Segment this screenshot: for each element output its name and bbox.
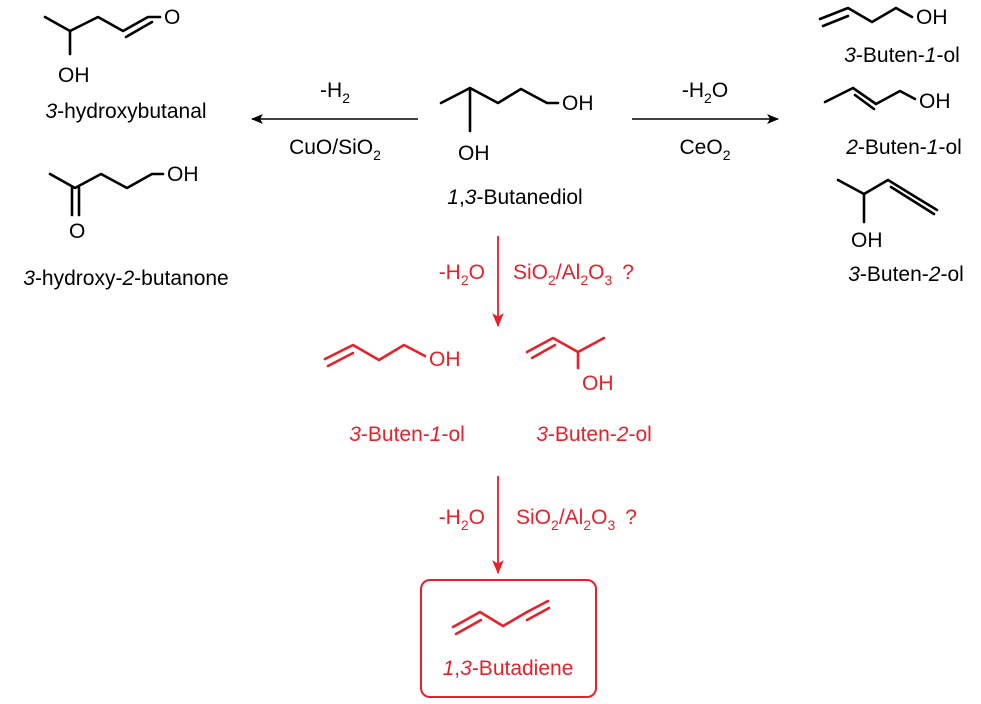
butadiene-name: 1,3-Butadiene bbox=[443, 657, 574, 680]
hydroxyl-label: OH bbox=[851, 229, 883, 252]
butanediol-name: 1,3-Butanediol bbox=[447, 186, 582, 209]
hydroxybutanone-name: 3-hydroxy-2-butanone bbox=[23, 267, 229, 290]
buten-2-ol-molecule: OH bbox=[836, 178, 939, 252]
step1-dehydration-label: -H2O bbox=[439, 261, 485, 288]
butadiene-highlight-box bbox=[420, 579, 597, 698]
hydroxyl-label: OH bbox=[58, 64, 90, 87]
butadiene-molecule bbox=[451, 599, 551, 636]
carbonyl-oxygen-label: O bbox=[164, 6, 180, 29]
step2-catalyst-label: SiO2/Al2O3? bbox=[516, 506, 637, 533]
hydroxyl-label: OH bbox=[562, 92, 594, 115]
hydroxyl-label: OH bbox=[429, 348, 461, 371]
hydroxyl-label: OH bbox=[458, 142, 490, 165]
butanediol-molecule: OH OH bbox=[439, 86, 594, 165]
hydroxyl-label: OH bbox=[916, 6, 948, 29]
hydroxybutanone-molecule: O OH bbox=[48, 163, 199, 243]
buten-2-ol-name: 3-Buten-2-ol bbox=[848, 263, 964, 286]
step2-dehydration-label: -H2O bbox=[439, 506, 485, 533]
step1-catalyst-label: SiO2/Al2O3? bbox=[513, 261, 634, 288]
hydroxyl-label: OH bbox=[582, 372, 614, 395]
intermediate-buten-2-ol-molecule: OH bbox=[525, 336, 614, 395]
dehydration-label: -H2O bbox=[682, 79, 728, 106]
crotyl-alcohol-molecule: OH bbox=[823, 86, 951, 113]
intermediate-buten-2-ol-name: 3-Buten-2-ol bbox=[536, 423, 652, 446]
cuo-sio2-catalyst-label: CuO/SiO2 bbox=[289, 136, 381, 163]
crotyl-alcohol-name: 2-Buten-1-ol bbox=[845, 136, 962, 159]
intermediate-buten-1-ol-name: 3-Buten-1-ol bbox=[349, 423, 465, 446]
intermediate-buten-1-ol-molecule: OH bbox=[323, 343, 461, 371]
carbonyl-oxygen-label: O bbox=[69, 220, 85, 243]
buten-1-ol-name: 3-Buten-1-ol bbox=[844, 44, 960, 67]
ceo2-catalyst-label: CeO2 bbox=[680, 136, 731, 163]
hydroxyl-label: OH bbox=[167, 163, 199, 186]
dehydrogenation-label: -H2 bbox=[320, 79, 350, 106]
hydroxybutanal-name: 3-hydroxybutanal bbox=[45, 100, 206, 123]
hydroxyl-label: OH bbox=[919, 90, 951, 113]
buten-1-ol-molecule: OH bbox=[818, 6, 948, 29]
hydroxybutanal-molecule: O OH bbox=[43, 6, 180, 87]
